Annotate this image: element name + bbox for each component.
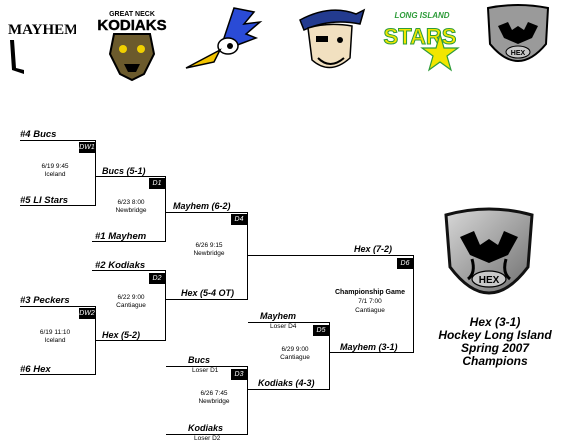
game-dw2-time: 6/19 11:10: [39, 329, 71, 336]
team-bucs-consolation: Bucs: [188, 355, 211, 365]
game-d1-info: 6/23 8:00 Newbridge: [104, 199, 158, 215]
hex-logo: HEX: [482, 4, 554, 74]
game-dw1-info: 6/19 9:45 Iceland: [30, 163, 80, 179]
winner-d2: Hex (5-4 OT): [181, 288, 235, 298]
champion-logo: HEX: [440, 207, 538, 311]
team-listars-seed5: #5 LI Stars: [20, 195, 69, 206]
team-kodiaks-seed2: #2 Kodiaks: [95, 260, 146, 271]
game-tag-d3: D3: [231, 369, 247, 380]
game-tag-d1: D1: [149, 178, 165, 189]
team-mayhem-seed1: #1 Mayhem: [95, 231, 147, 242]
hex-logo-text: HEX: [511, 50, 526, 57]
team-kodiaks-consolation: Kodiaks: [188, 423, 224, 433]
championship-game-info: Championship Game 7/1 7:00 Cantiague: [330, 288, 410, 315]
winner-dw1: Bucs (5-1): [102, 166, 146, 176]
game-d3-time: 6/26 7:45: [200, 390, 228, 397]
game-tag-d5: D5: [313, 325, 329, 336]
champion-season: Spring 2007: [460, 341, 530, 355]
game-dw1-time: 6/19 9:45: [41, 163, 69, 170]
team-hex-seed6: #6 Hex: [20, 364, 51, 375]
team-mayhem-consolation: Mayhem: [260, 311, 297, 321]
champion-league: Hockey Long Island: [438, 328, 552, 342]
game-d5-venue: Cantiague: [280, 354, 310, 361]
game-tag-dw2: DW2: [79, 308, 95, 319]
peckers-logo: [184, 4, 264, 74]
loser-d1-label: Loser D1: [192, 367, 219, 374]
winner-d4: Hex (7-2): [354, 244, 393, 254]
loser-d2-label: Loser D2: [194, 435, 221, 442]
championship-game-time: 7/1 7:00: [358, 298, 382, 305]
game-tag-d4: D4: [231, 214, 247, 225]
listars-logo: LONG ISLAND STARS: [380, 4, 464, 74]
champion-logo-text: HEX: [479, 275, 500, 286]
game-dw2-info: 6/19 11:10 Iceland: [28, 329, 82, 345]
game-d4-venue: Newbridge: [193, 250, 225, 257]
mayhem-logo-text: MAYHEM: [8, 22, 76, 38]
bucs-logo: [290, 4, 368, 74]
kodiaks-logo: GREAT NECK KODIAKS: [92, 4, 172, 82]
game-d5-time: 6/29 9:00: [281, 346, 309, 353]
kodiaks-logo-top-text: GREAT NECK: [109, 11, 155, 18]
game-tag-d2: D2: [149, 273, 165, 284]
champion-caption: Hex (3-1) Hockey Long Island Spring 2007…: [420, 316, 570, 368]
game-d3-info: 6/26 7:45 Newbridge: [186, 390, 242, 406]
winner-d5: Mayhem (3-1): [340, 342, 398, 352]
game-dw1-venue: Iceland: [44, 171, 66, 178]
game-d2-time: 6/22 9:00: [117, 294, 145, 301]
championship-game-title: Championship Game: [334, 289, 405, 296]
champion-record: Hex (3-1): [469, 315, 521, 329]
winner-d1: Mayhem (6-2): [173, 201, 231, 211]
team-peckers-seed3: #3 Peckers: [20, 295, 70, 306]
game-tag-d6: D6: [397, 258, 413, 269]
listars-logo-top-text: LONG ISLAND: [394, 11, 449, 20]
game-dw2-venue: Iceland: [44, 337, 66, 344]
team-bucs-seed4: #4 Bucs: [20, 129, 57, 140]
game-d4-time: 6/26 9:15: [195, 242, 223, 249]
champion-title: Champions: [462, 354, 528, 368]
game-d4-info: 6/26 9:15 Newbridge: [180, 242, 238, 258]
loser-d4-label: Loser D4: [270, 323, 297, 330]
listars-logo-main-text: STARS: [384, 24, 457, 49]
winner-dw2: Hex (5-2): [102, 330, 141, 340]
game-tag-dw1: DW1: [79, 142, 95, 153]
game-d1-venue: Newbridge: [115, 207, 147, 214]
game-d1-time: 6/23 8:00: [117, 199, 145, 206]
game-d2-info: 6/22 9:00 Cantiague: [104, 294, 158, 310]
championship-game-venue: Cantiague: [355, 307, 385, 314]
winner-d3: Kodiaks (4-3): [258, 378, 315, 388]
game-d5-info: 6/29 9:00 Cantiague: [266, 346, 324, 362]
kodiaks-logo-main-text: KODIAKS: [97, 17, 166, 34]
mayhem-logo: MAYHEM: [4, 4, 78, 74]
game-d2-venue: Cantiague: [116, 302, 146, 309]
game-d3-venue: Newbridge: [198, 398, 230, 405]
